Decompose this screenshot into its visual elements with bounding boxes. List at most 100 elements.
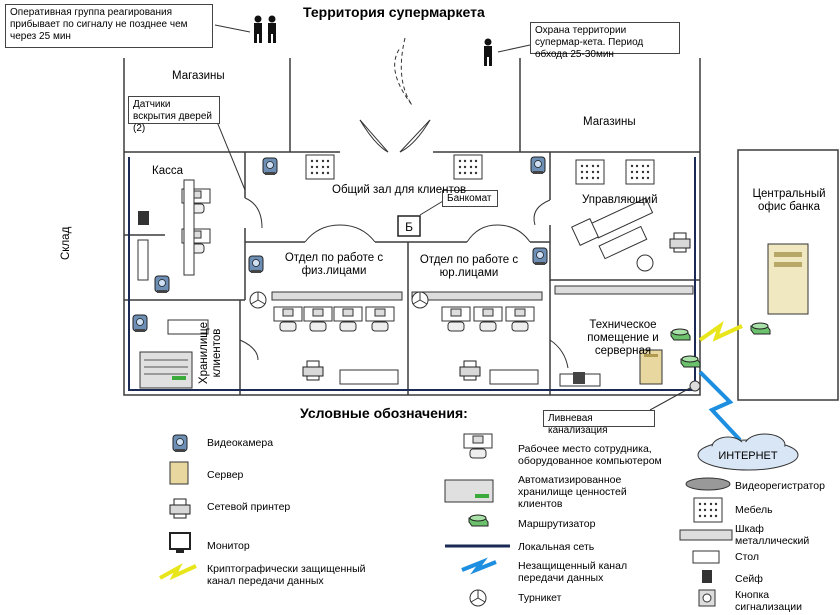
manager-furniture [571, 197, 654, 272]
storm-drain-note: Ливневая канализация [543, 410, 655, 436]
server-icon [169, 461, 189, 485]
table-icon [167, 319, 209, 335]
security-arrow [497, 44, 531, 53]
response-team-note: Оперативная группа реагирования прибывае… [5, 4, 213, 48]
workstation-icon [303, 306, 333, 332]
atm-note: Банкомат [442, 190, 498, 207]
manager-label: Управляющий [582, 194, 658, 206]
legend-label: Сетевой принтер [207, 501, 291, 513]
workstation-icon [463, 433, 493, 459]
legend-label: Кнопка сигнализации [735, 589, 802, 613]
legend-label: Видеорегистратор [735, 480, 825, 492]
security-note: Охрана территории супермар-кета. Период … [530, 22, 680, 60]
camera-icon [154, 275, 170, 294]
safe-icon [138, 211, 149, 225]
atm-letter: Б [405, 220, 413, 234]
person-icon [254, 15, 262, 43]
router-icon [750, 322, 771, 335]
table-icon [339, 369, 399, 385]
open-channel [698, 370, 742, 442]
response-arrow [214, 24, 251, 33]
safe-icon [573, 372, 585, 384]
camera-icon [248, 255, 264, 274]
legend-label: Рабочее место сотрудника, оборудованное … [518, 443, 662, 467]
legend-label: Незащищенный канал передачи данных [518, 560, 628, 584]
warehouse-label: Склад [60, 226, 72, 260]
diagram-title: Территория супермаркета [303, 4, 485, 20]
cashier-label: Касса [152, 165, 183, 177]
lan-cable [128, 157, 696, 391]
cashier-counter [183, 179, 195, 276]
workstation-icon [505, 306, 535, 332]
vault-storage-icon [444, 479, 494, 503]
legend-label: Сервер [207, 469, 244, 481]
safe-icon [702, 570, 712, 583]
shops-right-label: Магазины [583, 116, 636, 128]
shops-left-label: Магазины [172, 70, 225, 82]
internet-label: ИНТЕРНЕТ [718, 450, 778, 462]
camera-icon [530, 156, 546, 175]
router-icon [468, 514, 489, 527]
legend-label: Стол [735, 551, 760, 563]
sensor-leader [212, 111, 246, 191]
legend-label: Сейф [735, 573, 763, 585]
workstation-icon [473, 306, 503, 332]
turnstile-icon [411, 291, 429, 309]
legend-label: Автоматизированное хранилище ценностей к… [518, 474, 627, 510]
person-icon [268, 15, 276, 43]
cabinet-icon [271, 291, 403, 301]
printer-icon [302, 360, 324, 381]
legend-label: Видеокамера [207, 437, 274, 449]
server-icon [767, 243, 809, 315]
camera-icon [132, 314, 148, 333]
printer-icon [169, 498, 191, 519]
table-icon [489, 369, 539, 385]
printer-icon [669, 232, 691, 253]
cabinet-icon [679, 529, 733, 541]
central-office-label: Центральный офис банка [752, 188, 826, 213]
turnstile-icon [469, 589, 487, 607]
furniture-icon [625, 159, 655, 185]
furniture-icon [693, 497, 723, 523]
camera-icon [532, 247, 548, 266]
vault-storage-icon [139, 351, 193, 389]
monitor-icon [169, 532, 191, 553]
furniture-icon [575, 159, 605, 185]
doors [239, 119, 569, 369]
printer-icon [459, 360, 481, 381]
vault-label: Хранилище клиентов [198, 321, 223, 385]
workstation-icon [441, 306, 471, 332]
legend-label: Турникет [518, 592, 562, 604]
crypto-channel-icon [159, 563, 197, 581]
workstation-icon [333, 306, 363, 332]
internet-cloud [697, 433, 799, 471]
legend-title: Условные обозначения: [300, 405, 468, 421]
tech-room-label: Техническое помещение и серверная [587, 319, 659, 357]
legend-label: Шкаф металлический [735, 523, 810, 547]
legend-label: Монитор [207, 540, 250, 552]
cabinet-icon [554, 285, 694, 295]
dvr-icon [685, 477, 731, 491]
drain-leader [649, 387, 691, 411]
atm-box [397, 215, 421, 237]
door-sensors-note: Датчики вскрытия дверей (2) [128, 96, 220, 134]
legend-label: Маршрутизатор [518, 518, 596, 530]
crypto-channel [698, 320, 743, 342]
drain-icon [689, 380, 701, 392]
table-icon [137, 239, 149, 281]
individuals-dept-label: Отдел по работе с физ.лицами [284, 252, 384, 277]
camera-icon [262, 157, 278, 176]
workstation-icon [365, 306, 395, 332]
legend-label: Криптографически защищенный канал переда… [207, 563, 366, 587]
workstation-icon [273, 306, 303, 332]
server-icon [639, 349, 663, 385]
table-icon [692, 550, 720, 564]
legal-dept-label: Отдел по работе с юр.лицами [419, 254, 519, 279]
hall-label: Общий зал для клиентов [332, 184, 467, 196]
security-patrol-arrow [394, 37, 413, 106]
walls [123, 58, 839, 401]
alarm-button-icon [698, 589, 716, 607]
cabinet-icon [411, 291, 543, 301]
legend-label: Локальная сеть [518, 541, 595, 553]
